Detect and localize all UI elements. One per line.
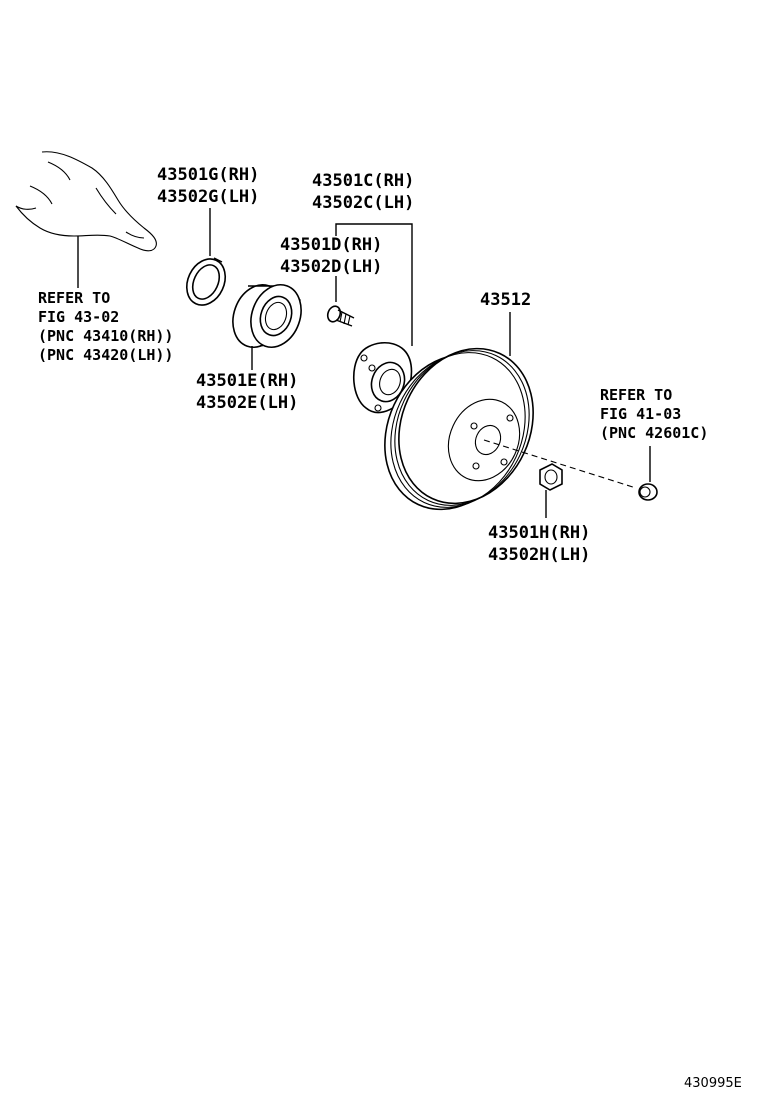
hub-bolt-label: 43501D(RH) 43502D(LH) [280,235,382,302]
svg-text:43501E(RH): 43501E(RH) [196,371,298,391]
svg-text:REFER TO: REFER TO [600,386,672,404]
svg-text:43502E(LH): 43502E(LH) [196,393,298,413]
svg-text:43502H(LH): 43502H(LH) [488,545,590,565]
svg-text:43502C(LH): 43502C(LH) [312,193,414,213]
svg-text:43501H(RH): 43501H(RH) [488,523,590,543]
svg-text:(PNC 42601C): (PNC 42601C) [600,424,708,442]
refer-left-text: REFER TO FIG 43-02 (PNC 43410(RH)) (PNC … [38,289,173,364]
svg-text:FIG 43-02: FIG 43-02 [38,308,119,326]
svg-text:(PNC 43420(LH)): (PNC 43420(LH)) [38,346,173,364]
disc-label: 43512 [480,290,531,356]
hub-part [352,342,413,414]
knuckle-reference-drawing [15,151,157,288]
svg-text:FIG 41-03: FIG 41-03 [600,405,681,423]
bearing-label: 43501E(RH) 43502E(LH) [196,371,298,413]
svg-text:43501G(RH): 43501G(RH) [157,165,259,185]
svg-text:43502G(LH): 43502G(LH) [157,187,259,207]
snap-ring-part [185,257,227,306]
hub-bolt-part [326,305,355,327]
refer-right-text: REFER TO FIG 41-03 (PNC 42601C) [600,386,708,482]
hub-nut-part [539,463,563,518]
snap-ring-label: 43501G(RH) 43502G(LH) [157,165,259,256]
bearing-part [232,284,302,370]
hub-label: 43501C(RH) 43502C(LH) [312,171,414,346]
svg-text:43512: 43512 [480,290,531,310]
svg-text:(PNC 43410(RH)): (PNC 43410(RH)) [38,327,173,345]
svg-text:REFER TO: REFER TO [38,289,110,307]
hub-nut-label: 43501H(RH) 43502H(LH) [488,523,590,565]
brake-disc-part [384,347,637,511]
brake-caliper-bolt-part [638,483,658,501]
figure-number: 430995E [684,1076,742,1091]
svg-text:43502D(LH): 43502D(LH) [280,257,382,277]
svg-text:43501D(RH): 43501D(RH) [280,235,382,255]
svg-text:43501C(RH): 43501C(RH) [312,171,414,191]
